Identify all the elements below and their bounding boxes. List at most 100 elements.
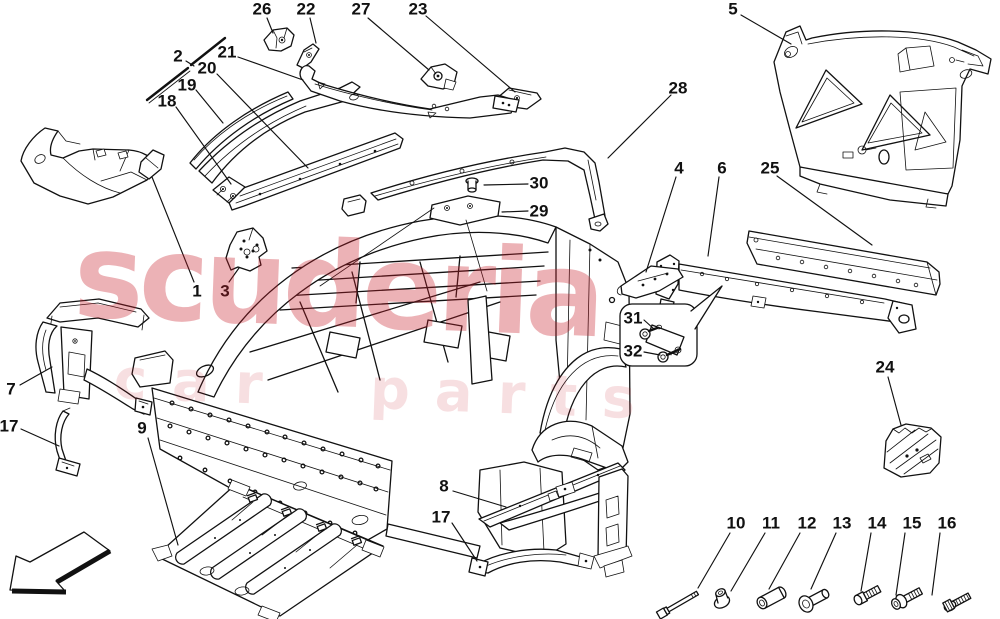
callout-4: 4 <box>674 158 684 178</box>
leader-line-14 <box>860 532 872 592</box>
leader-line-28 <box>607 94 672 159</box>
leader-line-20 <box>216 73 309 169</box>
leader-line-3 <box>228 267 240 283</box>
leader-line-26 <box>266 17 274 34</box>
leader-line-19 <box>195 89 224 124</box>
detail-bubble-31-32 <box>619 285 723 367</box>
callout-20: 20 <box>197 58 217 78</box>
leader-line-31 <box>643 319 655 330</box>
part-illustration-26 <box>263 27 295 52</box>
leader-line-27 <box>367 17 430 71</box>
leader-line-4 <box>645 176 677 273</box>
callout-1: 1 <box>192 281 202 301</box>
fastener-15-bolt-washer <box>890 587 924 610</box>
screw-31-icon <box>639 324 663 340</box>
leader-line-5 <box>740 14 792 45</box>
callout-11: 11 <box>762 513 780 533</box>
leader-line-17 <box>451 522 478 562</box>
leader-line-12 <box>768 532 801 590</box>
part-illustration-30 <box>465 177 479 193</box>
leader-lines <box>19 14 941 596</box>
callout-31: 31 <box>623 308 643 328</box>
part-illustration-20 <box>227 132 404 211</box>
part-illustration-27 <box>420 63 458 91</box>
leader-line-8 <box>452 490 507 508</box>
part-illustration-17-left <box>54 407 81 477</box>
callout-9: 9 <box>137 418 147 438</box>
leader-line-6 <box>707 176 720 257</box>
part-illustration-29 <box>319 195 501 292</box>
part-illustration-1 <box>20 127 159 205</box>
leader-line-10 <box>697 532 731 589</box>
callout-17: 17 <box>0 416 19 436</box>
part-illustration-28 <box>370 147 609 232</box>
callout-23: 23 <box>408 0 428 19</box>
part-illustration-9 <box>151 479 385 619</box>
leader-line-24 <box>887 376 902 426</box>
leader-line-21 <box>237 56 304 81</box>
fastener-16-hex-screw <box>942 592 972 613</box>
leader-line-11 <box>730 532 766 592</box>
callout-5: 5 <box>728 0 738 19</box>
part-illustration-21 <box>299 65 520 119</box>
part-illustration-25 <box>746 230 941 296</box>
callout-27: 27 <box>351 0 371 19</box>
fastener-14-bolt <box>853 584 882 606</box>
callout-12: 12 <box>797 513 817 533</box>
part-illustration-5 <box>773 25 992 209</box>
leader-line-18 <box>175 106 232 185</box>
callout-16: 16 <box>937 513 957 533</box>
leader-line-9 <box>147 437 179 546</box>
leader-line-32 <box>643 351 661 356</box>
callout-6: 6 <box>717 158 727 178</box>
fastener-12-spacer-tube <box>756 586 787 610</box>
part-illustration-2 <box>145 36 227 104</box>
callout-14: 14 <box>867 513 887 533</box>
leader-line-17 <box>20 428 60 447</box>
leader-line-25 <box>776 175 873 246</box>
callout-30: 30 <box>529 173 549 193</box>
callout-29: 29 <box>529 201 549 221</box>
leader-line-2 <box>185 60 195 67</box>
screw-32-icon <box>657 347 682 363</box>
callout-28: 28 <box>668 78 688 98</box>
leader-line-23 <box>425 15 516 93</box>
fastener-13-rivet <box>798 588 830 613</box>
callout-26: 26 <box>252 0 272 19</box>
callout-24: 24 <box>875 357 895 377</box>
part-illustration-17-right <box>468 548 595 577</box>
leader-line-22 <box>309 17 317 44</box>
part-illustration-8 <box>478 420 633 578</box>
leader-line-1 <box>151 176 195 283</box>
callout-18: 18 <box>157 91 177 111</box>
leader-line-13 <box>810 532 837 590</box>
callout-7: 7 <box>6 379 16 399</box>
callout-2: 2 <box>173 46 183 66</box>
callout-15: 15 <box>902 513 922 533</box>
callout-8: 8 <box>439 476 449 496</box>
part-illustration-3 <box>225 227 268 272</box>
callout-3: 3 <box>220 281 230 301</box>
chassis-front-structure <box>131 194 631 559</box>
callout-22: 22 <box>296 0 316 19</box>
callout-13: 13 <box>832 513 852 533</box>
leader-line-15 <box>895 532 906 596</box>
part-illustration-22 <box>296 43 320 69</box>
direction-arrow <box>9 531 112 595</box>
fastener-10-stud <box>655 590 700 619</box>
callout-17: 17 <box>431 507 451 527</box>
callout-10: 10 <box>726 513 746 533</box>
leader-line-16 <box>931 532 941 596</box>
part-illustration-4 <box>616 265 684 299</box>
part-illustration-19 <box>138 81 361 184</box>
part-illustration-24 <box>883 423 942 478</box>
leader-line-29 <box>501 210 529 213</box>
leader-line-7 <box>19 366 53 386</box>
callout-32: 32 <box>623 341 643 361</box>
part-illustration-18 <box>212 176 246 204</box>
leader-line-30 <box>483 183 529 186</box>
callout-21: 21 <box>217 42 237 62</box>
callout-19: 19 <box>177 75 197 95</box>
